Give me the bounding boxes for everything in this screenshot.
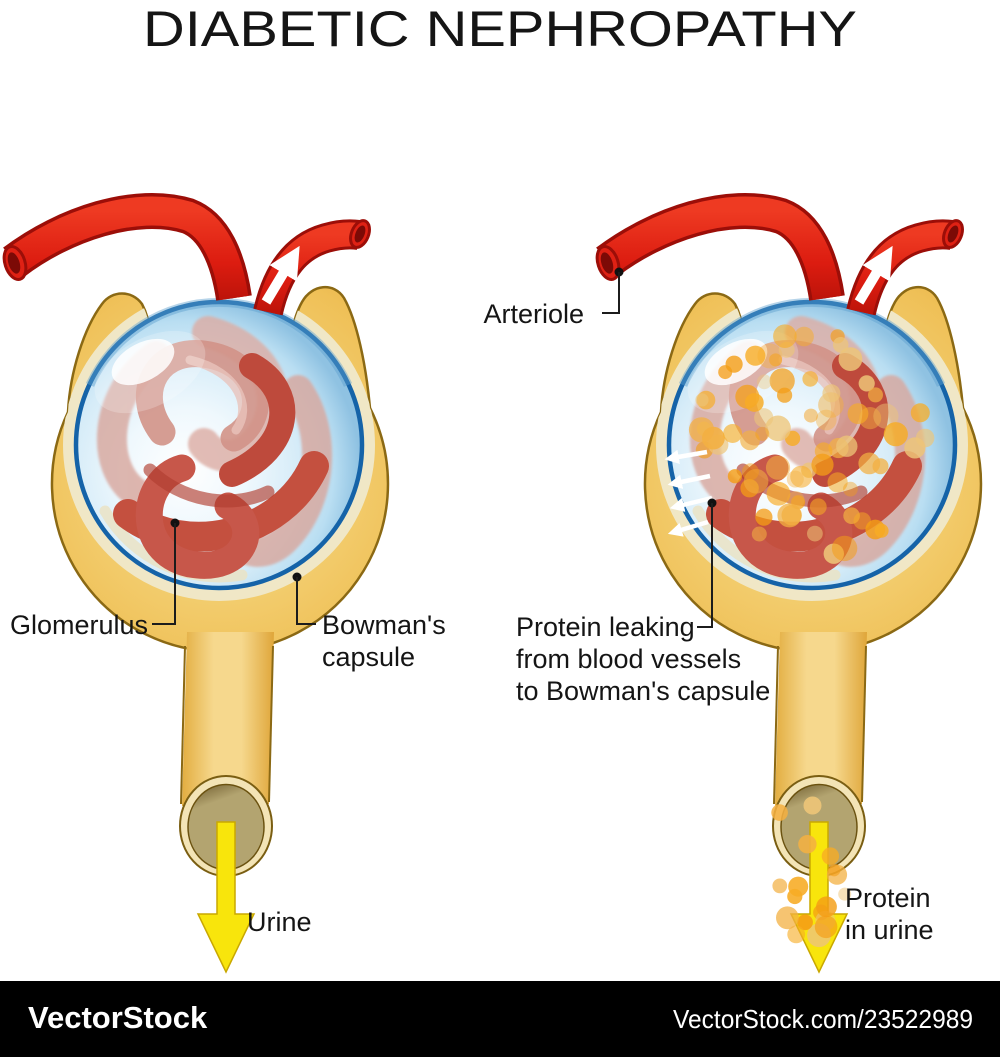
protein-leaking-callout: Protein leaking from blood vessels to Bo…	[516, 498, 770, 706]
leader-line	[602, 272, 620, 314]
protein-dot	[847, 403, 869, 424]
protein-dots-urine	[771, 796, 852, 948]
bowmans-capsule-label: Bowman's capsule	[322, 610, 453, 672]
protein-leaking-label: Protein leaking from blood vessels to Bo…	[516, 612, 770, 706]
protein-dot	[765, 415, 791, 442]
protein-dot	[741, 463, 759, 481]
protein-dot	[723, 424, 743, 443]
leader-line	[697, 503, 713, 628]
protein-dot	[832, 337, 849, 353]
protein-dot	[786, 470, 804, 488]
protein-dot	[772, 878, 788, 894]
protein-dot	[802, 371, 818, 387]
protein-dot	[807, 525, 823, 542]
protein-dot	[910, 403, 930, 423]
protein-dot	[868, 387, 883, 403]
protein-dot	[757, 343, 783, 369]
protein-dot	[688, 417, 715, 443]
protein-dot	[816, 896, 837, 918]
protein-dot	[766, 481, 791, 506]
protein-dot	[883, 422, 908, 447]
protein-dot	[744, 393, 764, 412]
protein-dot	[745, 345, 766, 366]
glomerulus-label: Glomerulus	[10, 610, 148, 640]
protein-dot	[838, 347, 863, 371]
protein-dot	[803, 408, 818, 423]
protein-dot	[765, 455, 791, 480]
protein-dot	[751, 526, 767, 542]
glomerulus-callout: Glomerulus	[10, 518, 180, 640]
protein-dot	[776, 906, 799, 930]
protein-dot	[725, 355, 743, 373]
protein-dot	[821, 847, 840, 865]
protein-dot	[873, 403, 899, 429]
leader-line	[152, 523, 176, 625]
protein-dot	[787, 925, 806, 944]
protein-dot	[838, 887, 852, 901]
protein-dot	[773, 324, 797, 349]
bowmans-capsule-callout: Bowman's capsule	[292, 572, 453, 672]
protein-dot	[769, 353, 783, 367]
protein-leak-arrows	[664, 449, 713, 537]
protein-dot	[743, 469, 769, 494]
protein-dot	[822, 384, 841, 403]
protein-in-urine-label: Protein in urine	[845, 883, 938, 945]
protein-dot	[874, 523, 889, 538]
protein-dot	[827, 472, 848, 493]
arteriole-callout: Arteriole	[483, 267, 624, 329]
protein-dot	[790, 465, 813, 488]
protein-dot	[727, 469, 743, 484]
protein-dot	[858, 375, 875, 392]
protein-dot	[814, 915, 838, 939]
protein-dot	[827, 863, 841, 877]
protein-dot	[798, 835, 817, 854]
watermark-url: VectorStock.com/23522989	[673, 1004, 973, 1034]
protein-dot	[803, 796, 822, 815]
protein-dot	[695, 393, 709, 407]
protein-dot	[797, 914, 813, 931]
protein-dot	[904, 437, 926, 459]
watermark-bar: VectorStock VectorStock.com/23522989	[0, 981, 1000, 1057]
protein-dot	[831, 535, 858, 562]
urine-label: Urine	[247, 907, 312, 937]
protein-dot	[811, 453, 834, 476]
protein-dot	[836, 435, 858, 457]
protein-dot	[769, 368, 795, 394]
protein-dot	[755, 426, 770, 441]
watermark-background	[0, 981, 1000, 1057]
protein-dot	[740, 430, 760, 451]
protein-dot	[787, 491, 805, 509]
protein-dot	[815, 409, 837, 431]
watermark-logo: VectorStock	[28, 1000, 208, 1035]
protein-dot	[756, 374, 772, 390]
protein-dot	[771, 804, 788, 821]
protein-dot	[809, 498, 827, 516]
protein-dot	[858, 452, 881, 475]
arteriole-label: Arteriole	[483, 299, 584, 329]
protein-dots-sphere	[688, 324, 935, 564]
leader-line	[296, 577, 316, 625]
page-title: DIABETIC NEPHROPATHY	[143, 1, 857, 57]
healthy-nephron	[0, 211, 388, 972]
protein-dot	[781, 505, 802, 526]
protein-dot	[794, 326, 814, 347]
protein-dot	[843, 481, 858, 497]
protein-dot	[787, 888, 803, 905]
protein-dot	[755, 508, 773, 526]
